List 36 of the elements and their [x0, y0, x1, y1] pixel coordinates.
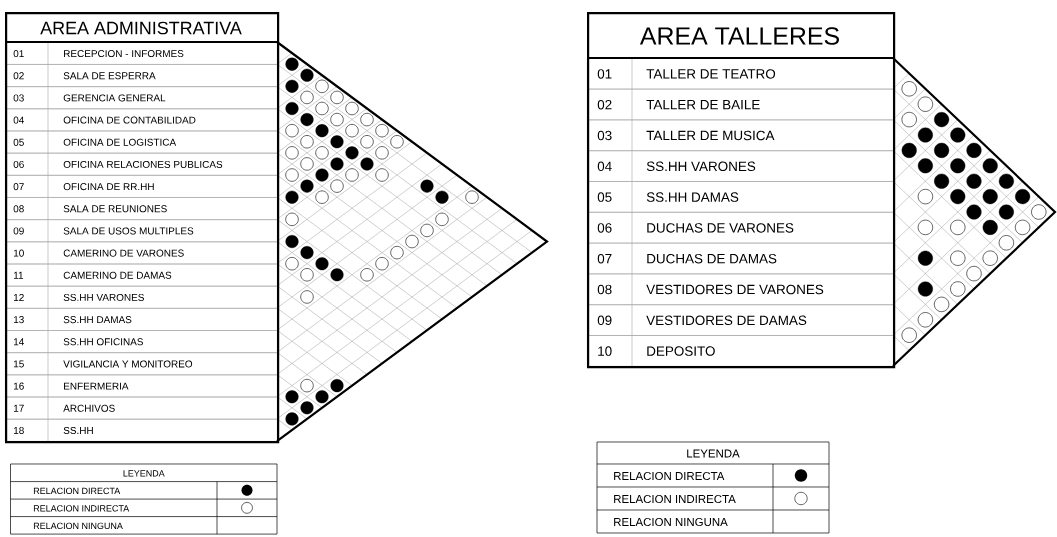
legend-label: RELACION DIRECTA [33, 487, 121, 494]
legend-label: RELACION INDIRECTA [614, 494, 736, 504]
table-row: 02 TALLER DE BAILE [587, 88, 894, 121]
table-row: 14 SS.HH OFICINAS [5, 329, 278, 353]
table-row: 04 OFICINA DE CONTABILIDAD [5, 108, 278, 132]
table-row: 03 TALLER DE MUSICA [587, 119, 894, 151]
table-row: 17 ARCHIVOS [5, 396, 278, 420]
table-row: 11 CAMERINO DE DAMAS [5, 263, 278, 287]
table-row: 10 CAMERINO DE VARONES [5, 241, 278, 265]
table-row: 10 DEPOSITO [587, 334, 894, 367]
table-row: 09 SALA DE USOS MULTIPLES [5, 219, 278, 243]
table-row: 15 VIGILANCIA Y MONITOREO [5, 352, 278, 376]
table-row: 01 RECEPCION - INFORMES [5, 41, 278, 65]
table-row: 08 VESTIDORES DE VARONES [587, 273, 894, 305]
table-row: 02 SALA DE ESPERRA [5, 63, 278, 87]
table-row: 07 DUCHAS DE DAMAS [587, 242, 894, 275]
table-row: 06 OFICINA RELACIONES PUBLICAS [5, 152, 278, 176]
table-row: 01 TALLER DE TEATRO [587, 57, 894, 90]
legend-label: RELACION INDIRECTA [33, 505, 130, 512]
table-row: 06 DUCHAS DE VARONES [587, 211, 894, 244]
legend-label: RELACION DIRECTA [614, 471, 725, 481]
legend-heading: LEYENDA [123, 470, 165, 477]
legend-label: RELACION NINGUNA [614, 517, 728, 527]
table-row: 18 SS.HH [5, 418, 278, 442]
table-row: 05 OFICINA DE LOGISTICA [5, 130, 278, 154]
table-row: 12 SS.HH VARONES [5, 285, 278, 309]
legend-label: RELACION NINGUNA [33, 522, 123, 529]
table-row: 07 OFICINA DE RR.HH [5, 174, 278, 198]
table-row: 05 SS.HH DAMAS [587, 180, 894, 213]
table-row: 03 GERENCIA GENERAL [5, 86, 278, 110]
table-row: 13 SS.HH DAMAS [5, 307, 278, 331]
legend-heading: LEYENDA [687, 449, 740, 458]
table-row: 16 ENFERMERIA [5, 374, 278, 398]
table-row: 09 VESTIDORES DE DAMAS [587, 304, 894, 336]
table-row: 04 SS.HH VARONES [587, 150, 894, 182]
table-row: 08 SALA DE REUNIONES [5, 196, 278, 220]
